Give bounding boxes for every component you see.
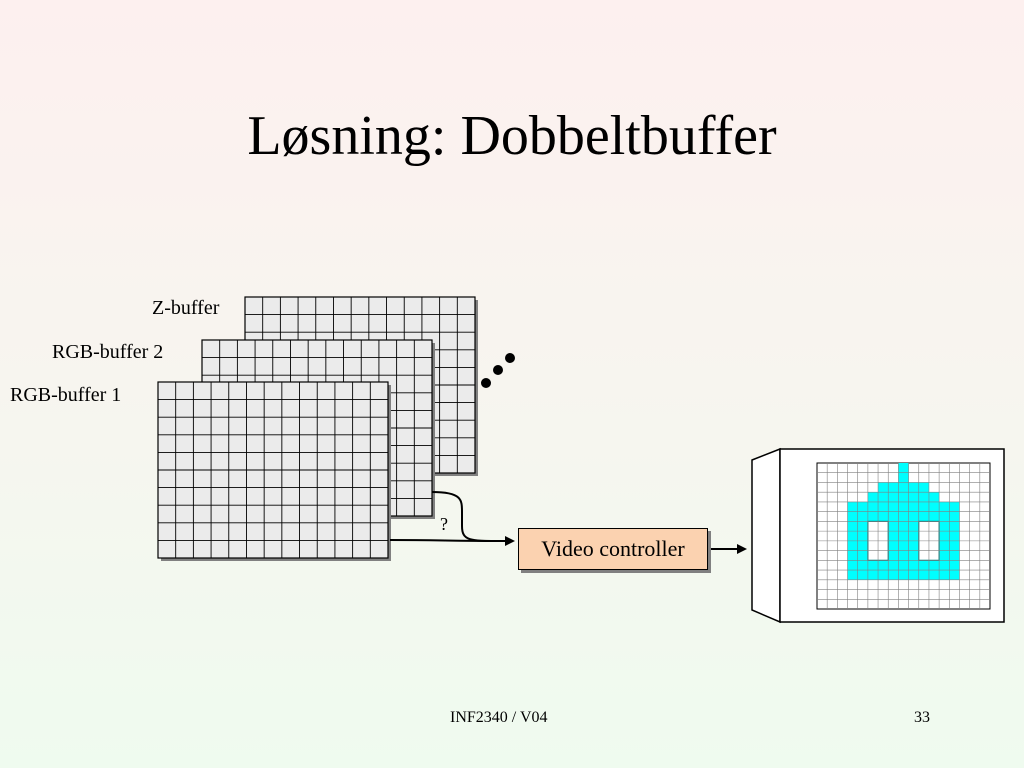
z-buffer-label: Z-buffer bbox=[152, 297, 220, 319]
footer-course: INF2340 / V04 bbox=[450, 709, 548, 726]
question-mark-label: ? bbox=[440, 514, 448, 534]
page-number: 33 bbox=[914, 709, 930, 726]
rgb-buffer-1-label: RGB-buffer 1 bbox=[10, 384, 122, 406]
monitor-icon bbox=[751, 447, 1005, 624]
video-controller-box: Video controller bbox=[518, 528, 708, 570]
buffer-switch-connector bbox=[389, 491, 515, 546]
rgb-buffer-2-label: RGB-buffer 2 bbox=[52, 341, 164, 363]
ellipsis-dots-icon bbox=[481, 353, 515, 388]
rgb-buffer-1-grid bbox=[157, 381, 391, 561]
page-title: Løsning: Dobbeltbuffer bbox=[247, 105, 777, 167]
